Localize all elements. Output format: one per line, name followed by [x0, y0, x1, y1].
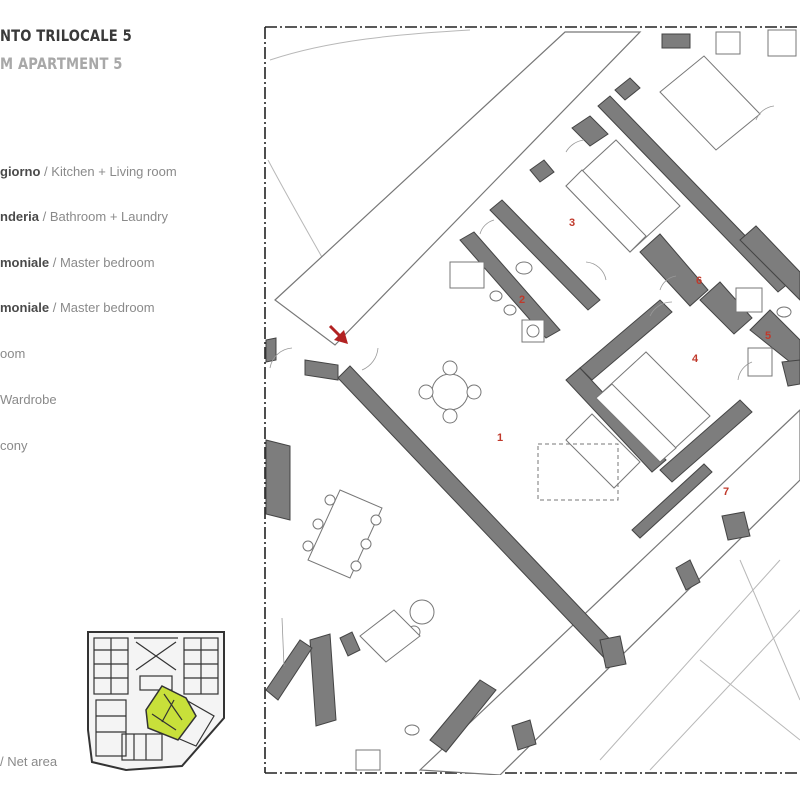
bed-top-right [659, 55, 761, 151]
room-number-7: 7 [723, 486, 729, 498]
room-numbers: 1 2 3 4 5 6 7 [497, 217, 771, 498]
plot-boundary [264, 26, 800, 774]
legend-item-6: Wardrobe [0, 392, 57, 407]
bed-room-4 [595, 351, 711, 463]
room-number-1: 1 [497, 432, 503, 444]
floor-plan: 1 2 3 4 5 6 7 [264, 26, 800, 775]
room-number-5: 5 [765, 330, 771, 342]
legend-item-1: giorno / Kitchen + Living room [0, 164, 177, 179]
room-number-6: 6 [696, 275, 702, 287]
legend-item-4: moniale / Master bedroom [0, 300, 155, 315]
walls [265, 33, 800, 753]
net-area-label: / Net area [0, 754, 58, 769]
apartment-title-english: M APARTMENT 5 [0, 54, 123, 73]
room-number-2: 2 [519, 294, 525, 306]
site-context [267, 29, 800, 771]
door-swings [269, 105, 775, 667]
room-number-4: 4 [692, 353, 699, 365]
bathroom-fixtures [355, 29, 797, 771]
sofa [537, 413, 641, 501]
legend-item-2: nderia / Bathroom + Laundry [0, 209, 169, 224]
bed-room-3 [565, 139, 681, 253]
legend-item-3: moniale / Master bedroom [0, 255, 155, 270]
key-plan-map [87, 631, 225, 772]
legend-panel: NTO TRILOCALE 5 M APARTMENT 5 giorno / K… [0, 0, 250, 800]
entry-arrow [328, 324, 348, 344]
round-table [418, 360, 482, 424]
apartment-title-italian: NTO TRILOCALE 5 [0, 26, 132, 45]
legend-item-5: oom [0, 346, 26, 361]
lower-armchairs [359, 599, 435, 663]
room-number-3: 3 [569, 217, 575, 229]
dining-table [302, 489, 383, 579]
legend-item-7: cony [0, 438, 28, 453]
corridors [274, 31, 800, 775]
